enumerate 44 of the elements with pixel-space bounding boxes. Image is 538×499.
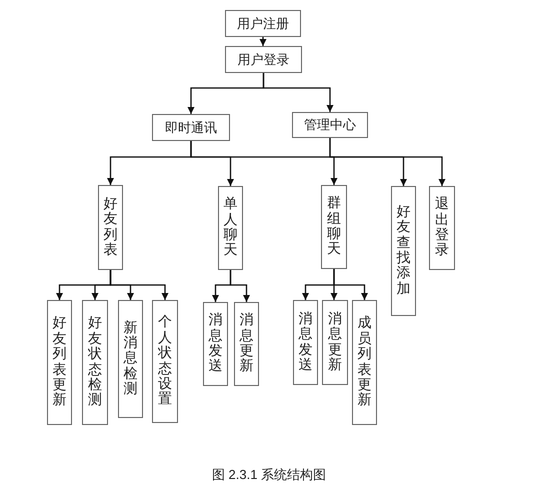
arrow bbox=[333, 269, 368, 300]
module-box bbox=[225, 46, 302, 73]
module-box bbox=[47, 300, 72, 425]
module-label: 消息发送 bbox=[208, 313, 222, 375]
arrow bbox=[230, 270, 250, 302]
arrow bbox=[329, 138, 446, 186]
module-box bbox=[118, 300, 143, 418]
arrow bbox=[110, 270, 168, 300]
module-label: 消息发送 bbox=[298, 312, 312, 374]
module-label: 成员列表更新 bbox=[358, 316, 372, 409]
arrow bbox=[190, 141, 338, 185]
module-label: 管理中心 bbox=[304, 116, 356, 134]
module-label: 单人聊天 bbox=[224, 197, 238, 259]
module-box bbox=[152, 300, 178, 423]
module-box bbox=[429, 186, 455, 270]
module-box bbox=[292, 112, 368, 138]
module-box bbox=[225, 10, 301, 37]
module-label: 好友状态检测 bbox=[88, 316, 102, 409]
module-label: 新消息检测 bbox=[124, 320, 138, 398]
module-box bbox=[98, 185, 123, 270]
module-box bbox=[322, 300, 348, 385]
module-box bbox=[82, 300, 108, 425]
module-label: 退出登录 bbox=[435, 197, 449, 259]
module-label: 用户登录 bbox=[238, 50, 290, 68]
module-box bbox=[218, 186, 243, 270]
module-box bbox=[391, 186, 416, 316]
arrow bbox=[262, 73, 334, 112]
figure-caption: 图 2.3.1 系统结构图 bbox=[210, 466, 328, 484]
arrow bbox=[260, 37, 266, 46]
module-box bbox=[203, 302, 228, 386]
module-box bbox=[352, 300, 377, 425]
module-label: 个人状态设置 bbox=[158, 315, 172, 408]
module-box bbox=[152, 114, 230, 141]
module-label: 群组聊天 bbox=[327, 196, 341, 258]
module-box bbox=[293, 300, 318, 385]
module-label: 好友列表 bbox=[104, 196, 118, 258]
module-label: 用户注册 bbox=[237, 14, 289, 32]
module-label: 好友列表更新 bbox=[52, 316, 66, 409]
module-label: 消息更新 bbox=[240, 313, 254, 375]
module-label: 即时通讯 bbox=[165, 118, 217, 136]
module-box bbox=[321, 185, 347, 269]
module-label: 好友查找添加 bbox=[396, 204, 410, 298]
module-box bbox=[234, 302, 259, 386]
module-label: 消息更新 bbox=[328, 312, 342, 374]
